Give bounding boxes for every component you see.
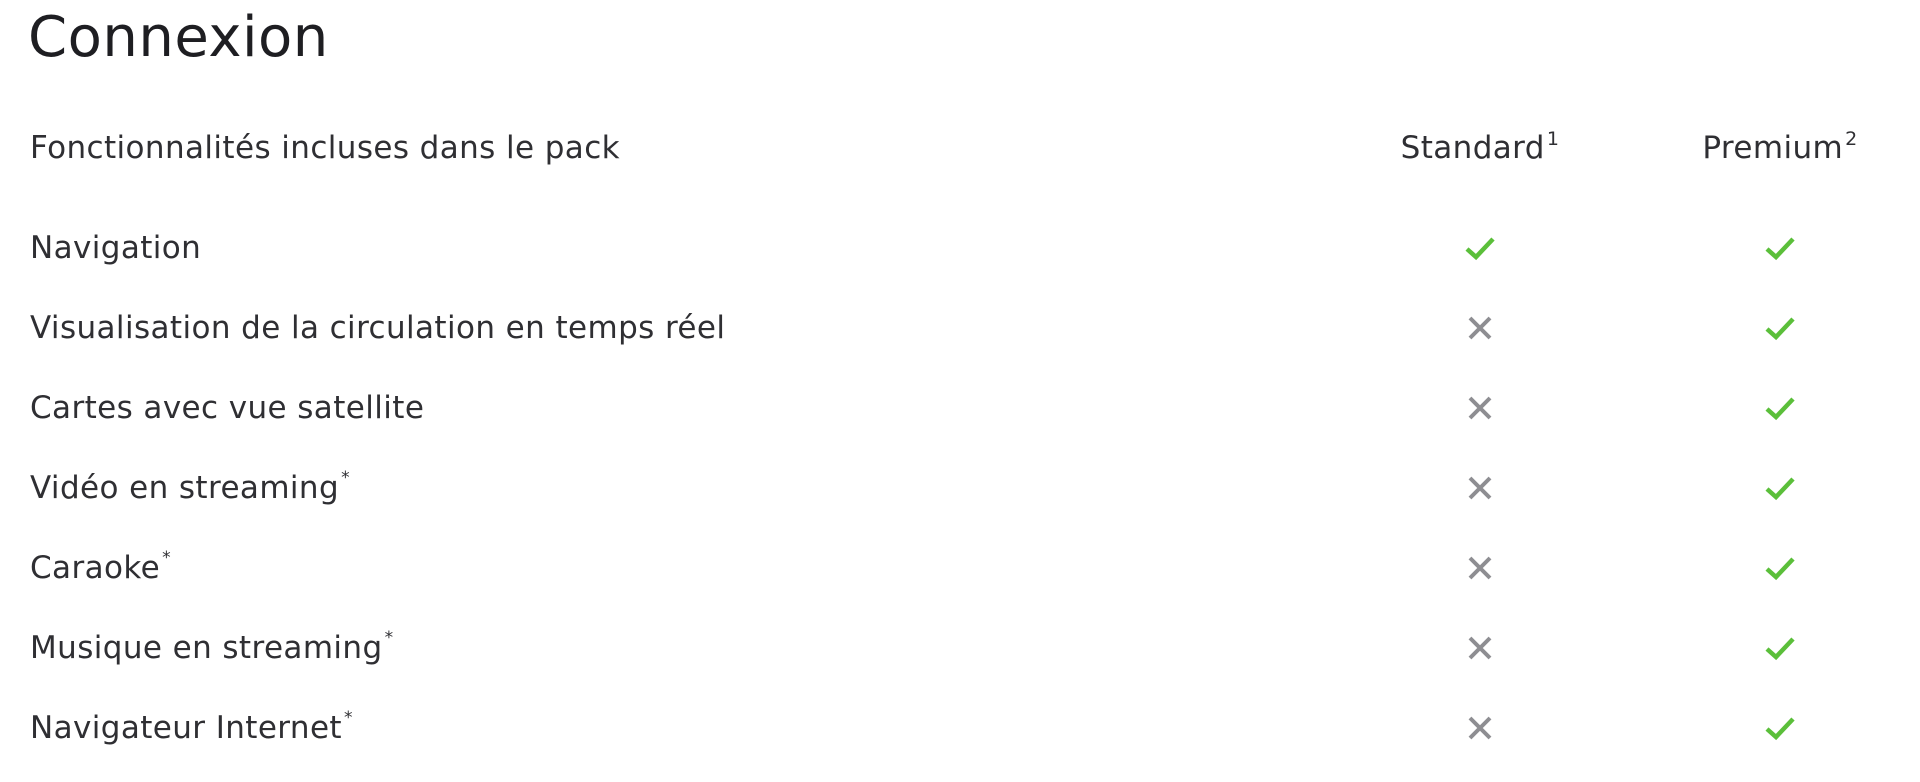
premium-check-icon [1762, 550, 1798, 586]
table-header-row: Fonctionnalités incluses dans le pack St… [0, 108, 1920, 188]
table-row: Caraoke* [0, 528, 1920, 608]
feature-name: Visualisation de la circulation en temps… [30, 310, 726, 346]
standard-cross-icon [1462, 470, 1498, 506]
premium-check-icon [1762, 390, 1798, 426]
standard-cross-icon [1462, 310, 1498, 346]
table-row: Navigateur Internet* [0, 688, 1920, 768]
page-title: Connexion [28, 5, 329, 70]
feature-label: Cartes avec vue satellite [30, 368, 424, 448]
feature-name: Navigateur Internet [30, 710, 342, 746]
table-row: Vidéo en streaming* [0, 448, 1920, 528]
feature-name: Caraoke [30, 550, 161, 586]
table-row: Navigation [0, 208, 1920, 288]
standard-cross-icon [1462, 390, 1498, 426]
feature-label: Navigation [30, 208, 201, 288]
feature-label: Navigateur Internet* [30, 688, 353, 768]
feature-name: Cartes avec vue satellite [30, 390, 425, 426]
standard-cross-icon [1462, 710, 1498, 746]
feature-name: Musique en streaming [30, 630, 383, 666]
feature-label: Vidéo en streaming* [30, 448, 350, 528]
feature-name: Vidéo en streaming [30, 470, 340, 506]
feature-footnote-marker: * [343, 707, 353, 728]
feature-name: Navigation [30, 230, 202, 266]
features-column-header: Fonctionnalités incluses dans le pack [30, 130, 620, 166]
standard-cross-icon [1462, 550, 1498, 586]
table-row: Musique en streaming* [0, 608, 1920, 688]
standard-footnote-ref: 1 [1546, 127, 1560, 150]
feature-label: Caraoke* [30, 528, 171, 608]
premium-footnote-ref: 2 [1845, 127, 1858, 150]
standard-column-label: Standard [1400, 130, 1545, 166]
feature-footnote-marker: * [162, 547, 171, 568]
standard-check-icon [1462, 230, 1498, 266]
table-row: Cartes avec vue satellite [0, 368, 1920, 448]
feature-label: Visualisation de la circulation en temps… [30, 288, 725, 368]
premium-check-icon [1762, 710, 1798, 746]
premium-check-icon [1762, 310, 1798, 346]
premium-check-icon [1762, 230, 1798, 266]
premium-check-icon [1762, 470, 1798, 506]
feature-footnote-marker: * [384, 627, 394, 648]
feature-footnote-marker: * [341, 467, 350, 488]
premium-column-label: Premium [1702, 130, 1844, 166]
standard-cross-icon [1462, 630, 1498, 666]
table-row: Visualisation de la circulation en temps… [0, 288, 1920, 368]
premium-check-icon [1762, 630, 1798, 666]
feature-label: Musique en streaming* [30, 608, 393, 688]
